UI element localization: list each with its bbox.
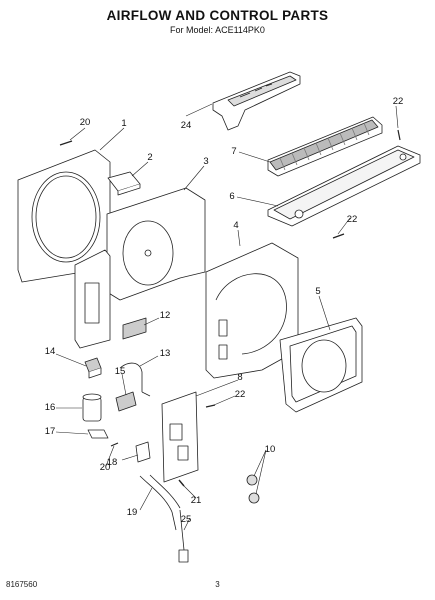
callout-22: 22 [235, 389, 246, 400]
part-17-switch [115, 391, 137, 412]
part-15-capacitor [82, 393, 102, 422]
part-14-terminal-block [84, 357, 102, 379]
part-19-harness [139, 474, 181, 531]
callout-7: 7 [231, 146, 236, 157]
callout-13: 13 [160, 348, 171, 359]
page-subtitle: For Model: ACE114PK0 [170, 25, 265, 35]
part-21-screw [178, 479, 185, 487]
part-13-wire [119, 362, 151, 397]
part-6-base-pan [267, 145, 421, 227]
part-12-connector [122, 317, 147, 340]
callout-14: 14 [45, 346, 56, 357]
callout-21: 21 [191, 495, 202, 506]
callout-8: 8 [237, 372, 242, 383]
callout-3: 3 [203, 156, 208, 167]
callout-24: 24 [181, 120, 192, 131]
part-5-scroll-panel [279, 317, 363, 413]
part-2-small-bracket [107, 171, 141, 196]
part-7-filter [267, 116, 383, 177]
callout-20: 20 [80, 117, 91, 128]
part-4-blower-housing [205, 242, 299, 379]
screws [59, 129, 401, 447]
callout-22: 22 [347, 214, 358, 225]
callout-19: 19 [127, 507, 138, 518]
callout-18: 18 [107, 457, 118, 468]
callout-16: 16 [45, 402, 56, 413]
callout-10: 10 [265, 444, 276, 455]
part-25-power-cord [178, 509, 189, 563]
callout-17: 17 [45, 426, 56, 437]
page-title: AIRFLOW AND CONTROL PARTS [106, 8, 329, 23]
callout-1: 1 [121, 118, 126, 129]
callout-2: 2 [147, 152, 152, 163]
part-1-shroud [17, 149, 111, 283]
page-number: 3 [215, 580, 220, 589]
part-24-control-bracket [212, 71, 301, 131]
callout-20: 20 [100, 462, 111, 473]
callout-15: 15 [115, 366, 126, 377]
part-16-strap [87, 429, 109, 439]
part-10-knobs [246, 474, 260, 504]
part-18-thermostat [135, 441, 151, 463]
part-8-control-panel [161, 391, 199, 483]
callout-6: 6 [229, 191, 234, 202]
callout-22: 22 [393, 96, 404, 107]
callout-5: 5 [315, 286, 320, 297]
callout-25: 25 [181, 514, 192, 525]
part-3-bulkhead [74, 187, 206, 349]
callout-12: 12 [160, 310, 171, 321]
leader-lines [55, 103, 399, 531]
document-number: 8167560 [6, 580, 38, 589]
callout-4: 4 [233, 220, 238, 231]
